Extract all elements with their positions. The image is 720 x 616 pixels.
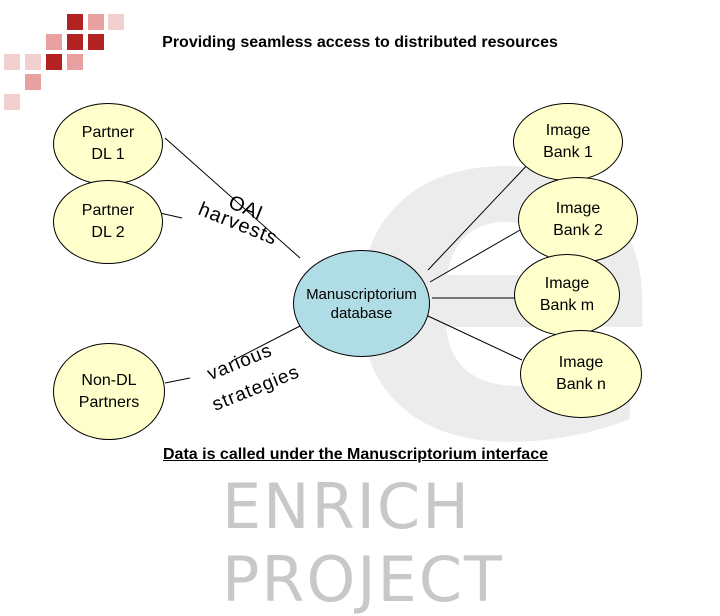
image-bank-2-node: Image Bank 2: [518, 177, 638, 263]
image-bank-1-node: Image Bank 1: [513, 103, 623, 181]
partner-dl-1-node: Partner DL 1: [53, 103, 163, 185]
caption: Data is called under the Manuscriptorium…: [163, 446, 548, 463]
non-dl-partners-node: Non-DL Partners: [53, 343, 165, 440]
connector-lines: [159, 137, 533, 384]
partner-dl-2-node: Partner DL 2: [53, 180, 163, 264]
image-bank-m-node: Image Bank m: [514, 254, 620, 336]
page-title: Providing seamless access to distributed…: [162, 34, 558, 51]
image-bank-n-node: Image Bank n: [520, 330, 642, 418]
manuscriptorium-database-node: Manuscriptorium database: [293, 250, 430, 357]
